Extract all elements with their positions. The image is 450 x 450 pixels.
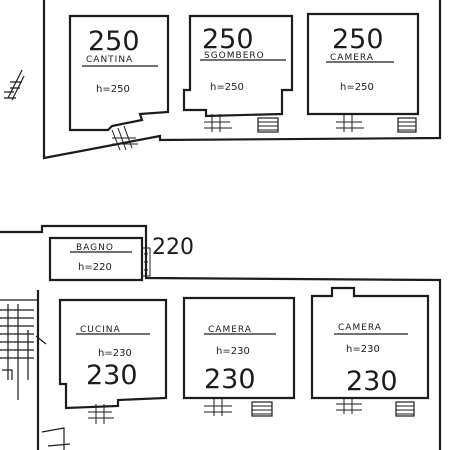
room-cucina-level: 230 — [86, 360, 138, 391]
upper-floor: 250 CANTINA h=250 250 SGOMBERO h=250 250… — [4, 0, 442, 160]
room-camera-upper-door — [336, 114, 417, 133]
room-camera-upper-level: 250 — [332, 24, 384, 55]
room-camera-right-door — [336, 398, 415, 417]
lower-stairs — [0, 304, 47, 400]
room-sgombero-name: SGOMBERO — [204, 51, 265, 61]
room-sgombero-height: h=250 — [210, 82, 244, 93]
room-camera-upper-wall — [306, 12, 420, 116]
lower-bottom-wall — [41, 427, 71, 450]
room-bagno-name: BAGNO — [76, 243, 114, 253]
room-camera-upper: 250 CAMERA h=250 — [306, 12, 420, 133]
room-camera-middle-door — [204, 398, 273, 417]
room-cucina-door — [88, 404, 114, 424]
room-camera-right: CAMERA h=230 230 — [310, 286, 430, 417]
room-camera-right-name: CAMERA — [338, 323, 382, 333]
room-bagno-wall — [48, 236, 144, 282]
upper-stair-marks — [4, 69, 25, 101]
room-cantina-door — [111, 125, 138, 151]
room-camera-right-wall — [310, 286, 430, 400]
room-camera-upper-height: h=250 — [340, 82, 374, 93]
room-camera-middle-level: 230 — [204, 364, 256, 395]
room-camera-middle-wall — [182, 296, 296, 400]
room-camera-middle-name: CAMERA — [208, 325, 252, 335]
room-cantina: 250 CANTINA h=250 — [68, 14, 170, 151]
room-bagno-door — [142, 247, 151, 277]
room-sgombero-door — [204, 114, 279, 133]
lower-outer-wall — [0, 224, 442, 450]
room-bagno: BAGNO h=220 220 — [48, 235, 194, 282]
room-camera-middle: CAMERA h=230 230 — [182, 296, 296, 417]
room-cantina-level: 250 — [88, 26, 140, 57]
room-cantina-wall — [68, 14, 170, 132]
room-camera-right-level: 230 — [346, 366, 398, 397]
room-cucina-wall — [58, 298, 168, 410]
room-sgombero-level: 250 — [202, 24, 254, 55]
room-sgombero: 250 SGOMBERO h=250 — [182, 14, 294, 133]
upper-outer-wall — [42, 0, 442, 160]
room-cantina-name: CANTINA — [86, 55, 133, 65]
room-camera-right-height: h=230 — [346, 344, 380, 355]
room-cucina: CUCINA h=230 230 — [58, 298, 168, 424]
room-bagno-height: h=220 — [78, 262, 112, 273]
room-sgombero-wall — [182, 14, 294, 118]
room-camera-middle-height: h=230 — [216, 346, 250, 357]
room-bagno-level: 220 — [152, 235, 194, 260]
room-cantina-height: h=250 — [96, 84, 130, 95]
room-cucina-name: CUCINA — [80, 325, 121, 335]
lower-floor: BAGNO h=220 220 CUCINA h=230 230 CAMERA … — [0, 224, 442, 450]
room-cucina-height: h=230 — [98, 348, 132, 359]
room-camera-upper-name: CAMERA — [330, 53, 374, 63]
